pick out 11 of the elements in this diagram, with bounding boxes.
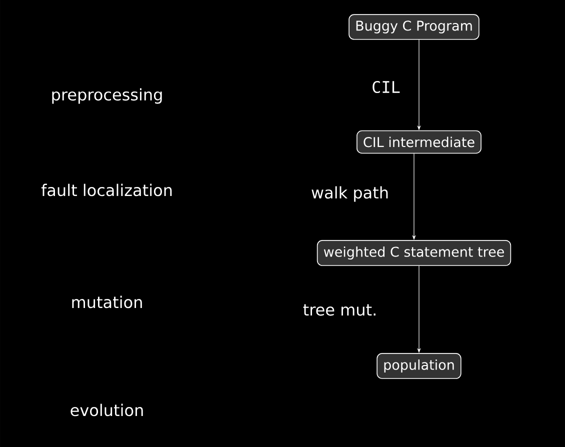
stage-label: fault localization (41, 184, 172, 196)
edge-label: CIL (372, 80, 400, 94)
process-box: population (376, 353, 462, 379)
stage-label: mutation (72, 296, 142, 308)
process-box: weighted C statement tree (316, 240, 512, 266)
stage-label: preprocessing (52, 88, 162, 104)
process-box: CIL intermediate (356, 130, 482, 154)
edge-label: walk path (312, 186, 388, 202)
edge-label: tree mut. (303, 304, 376, 316)
stage-label: evolution (70, 404, 143, 416)
process-box: Buggy C Program (348, 14, 480, 40)
